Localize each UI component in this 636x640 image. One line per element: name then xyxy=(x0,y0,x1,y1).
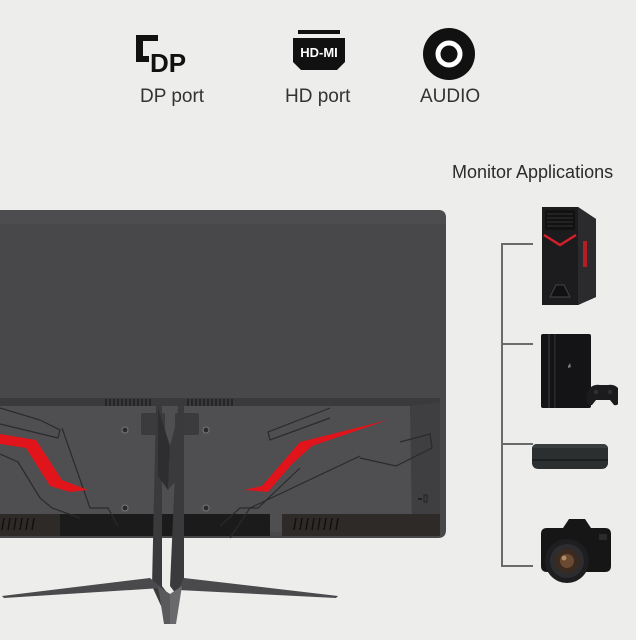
dp-port-label: DP port xyxy=(140,86,205,107)
desktop-tower-icon xyxy=(542,207,596,305)
connector-line-vertical xyxy=(501,243,503,567)
hdmi-port-label: HD port xyxy=(285,86,351,107)
audio-jack-icon xyxy=(423,28,475,80)
dslr-camera-icon xyxy=(541,519,611,583)
hdmi-icon: HD-MI xyxy=(293,30,345,70)
game-console-icon xyxy=(541,334,618,408)
svg-text:HD-MI: HD-MI xyxy=(300,45,338,60)
connector-line-console xyxy=(501,343,533,345)
applications-title: Monitor Applications xyxy=(452,162,614,182)
connector-line-camera xyxy=(501,565,533,567)
media-box-icon xyxy=(532,444,608,469)
displayport-icon: DP xyxy=(136,35,186,74)
connector-line-tvbox xyxy=(501,443,533,445)
connector-line-pc xyxy=(501,243,533,245)
audio-port-label: AUDIO xyxy=(420,86,481,107)
svg-text:DP: DP xyxy=(150,48,186,74)
monitor-rear-image xyxy=(0,210,446,624)
